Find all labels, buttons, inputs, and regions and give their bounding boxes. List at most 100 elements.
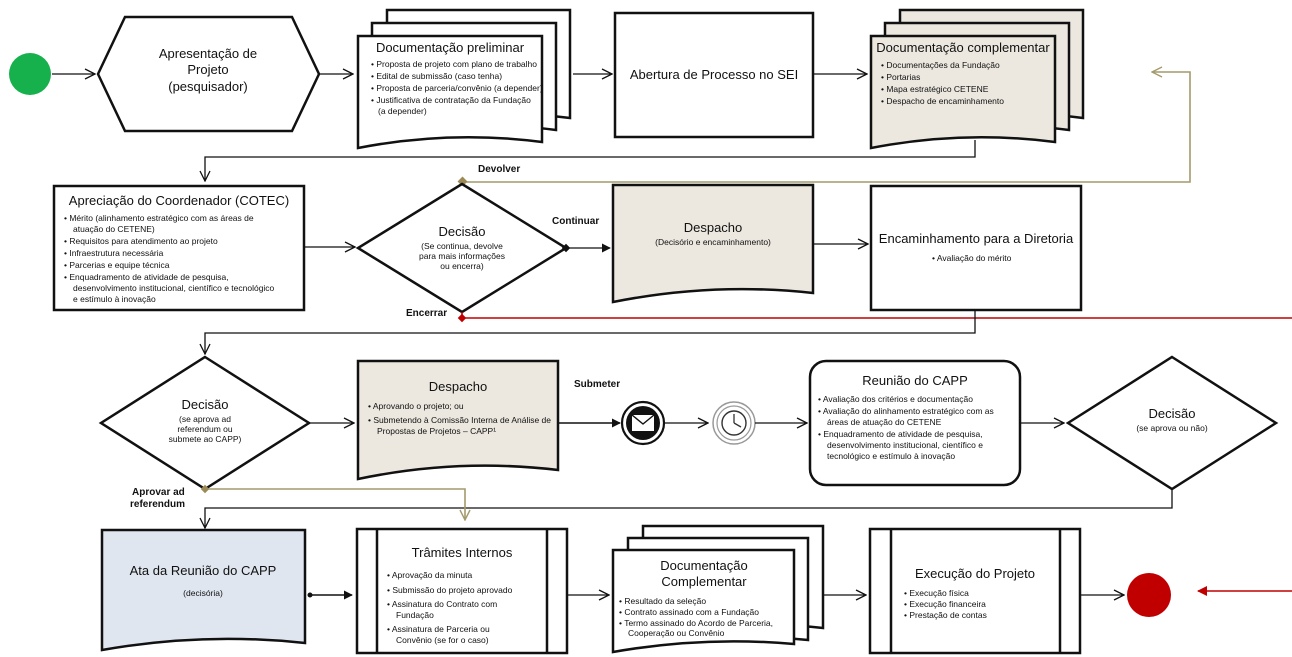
clock-icon xyxy=(712,401,756,445)
despacho-2-title: Despacho xyxy=(429,379,488,394)
decisao-2-node: Decisão (se aprova ad referendum ou subm… xyxy=(98,355,312,491)
devolver-label: Devolver xyxy=(478,164,520,175)
decisao-1-sub: (Se continua, devolve xyxy=(421,241,503,251)
doc-complementar-item: • Mapa estratégico CETENE xyxy=(881,84,989,94)
encaminhamento-item: • Avaliação do mérito xyxy=(932,253,1012,263)
doc-preliminar-title: Documentação preliminar xyxy=(376,40,525,55)
despacho-1-title: Despacho xyxy=(684,220,743,235)
apresentacao-node: Apresentação de Projeto (pesquisador) xyxy=(96,15,321,133)
doc-complementar-item: • Despacho de encaminhamento xyxy=(881,96,1004,106)
aprovar-referendum-line xyxy=(205,488,465,520)
doc-preliminar-item: • Justificativa de contratação da Fundaç… xyxy=(371,95,531,105)
despacho-2-item: • Aprovando o projeto; ou xyxy=(368,401,464,411)
envelope-icon xyxy=(620,400,666,446)
apreciacao-item: • Enquadramento de atividade de pesquisa… xyxy=(64,272,229,282)
apreciacao-item: • Parcerias e equipe técnica xyxy=(64,260,170,270)
start-event-circle xyxy=(9,53,51,95)
execucao-item: • Execução financeira xyxy=(904,599,986,609)
ata-capp-title: Ata da Reunião do CAPP xyxy=(130,563,277,578)
tramites-title: Trâmites Internos xyxy=(412,545,513,560)
execucao-item: • Execução física xyxy=(904,588,969,598)
continuar-label: Continuar xyxy=(552,216,599,227)
reuniao-capp-item: • Avaliação do alinhamento estratégico c… xyxy=(818,406,994,416)
tramites-item: • Aprovação da minuta xyxy=(387,570,472,580)
decisao-2-sub: referendum ou xyxy=(177,424,233,434)
apreciacao-title: Apreciação do Coordenador (COTEC) xyxy=(69,193,289,208)
doc-complementar-2-item-cont: Cooperação ou Convênio xyxy=(628,628,725,638)
doc-complementar-2-title: Documentação xyxy=(660,558,747,573)
tramites-node: Trâmites Internos • Aprovação da minuta … xyxy=(355,527,569,655)
doc-complementar-2-node: Documentação Complementar • Resultado da… xyxy=(611,524,825,654)
connector-decisao3-to-ata xyxy=(205,489,1173,528)
doc-preliminar-item-cont: (a depender) xyxy=(378,106,427,116)
despacho-2-item: • Submetendo à Comissão Interna de Análi… xyxy=(368,415,551,425)
apresentacao-line-1: Apresentação de xyxy=(159,46,257,61)
apreciacao-item: • Infraestrutura necessária xyxy=(64,248,164,258)
reuniao-capp-item: • Enquadramento de atividade de pesquisa… xyxy=(818,429,983,439)
despacho-1-node: Despacho (Decisório e encaminhamento) xyxy=(611,183,815,304)
aprovar-label: referendum xyxy=(130,499,185,510)
apreciacao-item: • Requisitos para atendimento ao projeto xyxy=(64,236,218,246)
doc-complementar-2-item: • Contrato assinado com a Fundação xyxy=(619,607,759,617)
tramites-item-cont: Convênio (se for o caso) xyxy=(396,635,489,645)
despacho-1-sub: (Decisório e encaminhamento) xyxy=(655,237,771,247)
decisao-1-sub: ou encerra) xyxy=(440,261,484,271)
decisao-1-title: Decisão xyxy=(439,224,486,239)
apreciacao-item-cont: atuação do CETENE) xyxy=(73,224,155,234)
devolver-feedback-line xyxy=(463,72,1191,183)
doc-complementar-title: Documentação complementar xyxy=(876,40,1050,55)
ata-connector-dot xyxy=(307,592,313,598)
decisao-1-sub: para mais informações xyxy=(419,251,505,261)
doc-complementar-item: • Documentações da Fundação xyxy=(881,60,1000,70)
reuniao-capp-title: Reunião do CAPP xyxy=(862,373,968,388)
abertura-label: Abertura de Processo no SEI xyxy=(630,67,798,82)
decisao-3-sub: (se aprova ou não) xyxy=(1136,423,1208,433)
despacho-2-node: Despacho • Aprovando o projeto; ou • Sub… xyxy=(356,359,560,481)
apreciacao-node: Apreciação do Coordenador (COTEC) • Méri… xyxy=(52,184,306,312)
tramites-item: • Assinatura do Contrato com xyxy=(387,599,497,609)
decisao-3-node: Decisão (se aprova ou não) xyxy=(1065,355,1279,491)
decisao-2-title: Decisão xyxy=(182,397,229,412)
doc-preliminar-list: • Proposta de projeto com plano de traba… xyxy=(371,59,543,116)
encerrar-diamond-marker xyxy=(457,313,467,323)
tramites-item: • Assinatura de Parceria ou xyxy=(387,624,490,634)
execucao-title: Execução do Projeto xyxy=(915,566,1035,581)
doc-complementar-2-item: • Resultado da seleção xyxy=(619,596,706,606)
reuniao-capp-item-cont: áreas de atuação do CETENE xyxy=(827,417,942,427)
reuniao-capp-item-cont: desenvolvimento institucional, científic… xyxy=(827,440,983,450)
doc-preliminar-item: • Proposta de projeto com plano de traba… xyxy=(371,59,537,69)
apresentacao-line-2: Projeto xyxy=(187,62,228,77)
despacho-2-item-cont: Propostas de Projetos – CAPP¹ xyxy=(377,426,496,436)
aprovar-diamond-marker xyxy=(200,484,210,494)
apreciacao-item: • Mérito (alinhamento estratégico com as… xyxy=(64,213,254,223)
doc-preliminar-item: • Edital de submissão (caso tenha) xyxy=(371,71,502,81)
apresentacao-line-3: (pesquisador) xyxy=(168,79,248,94)
ata-capp-sub: (decisória) xyxy=(183,588,223,598)
connector-doccomp-to-apreciacao xyxy=(205,140,976,181)
doc-complementar-node: Documentação complementar • Documentaçõe… xyxy=(869,8,1085,150)
aprovar-label: Aprovar ad xyxy=(132,487,185,498)
ata-capp-node: Ata da Reunião do CAPP (decisória) xyxy=(100,528,307,652)
reuniao-capp-item: • Avaliação dos critérios e documentação xyxy=(818,394,973,404)
end-event-circle xyxy=(1127,573,1171,617)
decisao-2-sub: (se aprova ad xyxy=(179,414,231,424)
apreciacao-item-cont: e estímulo à inovação xyxy=(73,294,156,304)
decisao-1-node: Decisão (Se continua, devolve para mais … xyxy=(355,182,569,314)
apreciacao-item-cont: desenvolvimento institucional, científic… xyxy=(73,283,275,293)
doc-complementar-2-title: Complementar xyxy=(661,574,747,589)
encaminhamento-title: Encaminhamento para a Diretoria xyxy=(879,231,1074,246)
doc-preliminar-node: Documentação preliminar • Proposta de pr… xyxy=(356,8,572,150)
execucao-node: Execução do Projeto • Execução física • … xyxy=(868,527,1082,655)
doc-complementar-item: • Portarias xyxy=(881,72,920,82)
doc-preliminar-item: • Proposta de parceria/convênio (a depen… xyxy=(371,83,543,93)
connector-encaminhamento-to-decisao xyxy=(205,310,976,354)
decisao-3-title: Decisão xyxy=(1149,406,1196,421)
reuniao-capp-node: Reunião do CAPP • Avaliação dos critério… xyxy=(808,359,1022,487)
execucao-item: • Prestação de contas xyxy=(904,610,987,620)
decisao-2-sub: submete ao CAPP) xyxy=(169,434,242,444)
tramites-item-cont: Fundação xyxy=(396,610,434,620)
encaminhamento-node: Encaminhamento para a Diretoria • Avalia… xyxy=(869,184,1083,312)
doc-complementar-2-item: • Termo assinado do Acordo de Parceria, xyxy=(619,618,773,628)
abertura-node: Abertura de Processo no SEI xyxy=(613,11,815,139)
